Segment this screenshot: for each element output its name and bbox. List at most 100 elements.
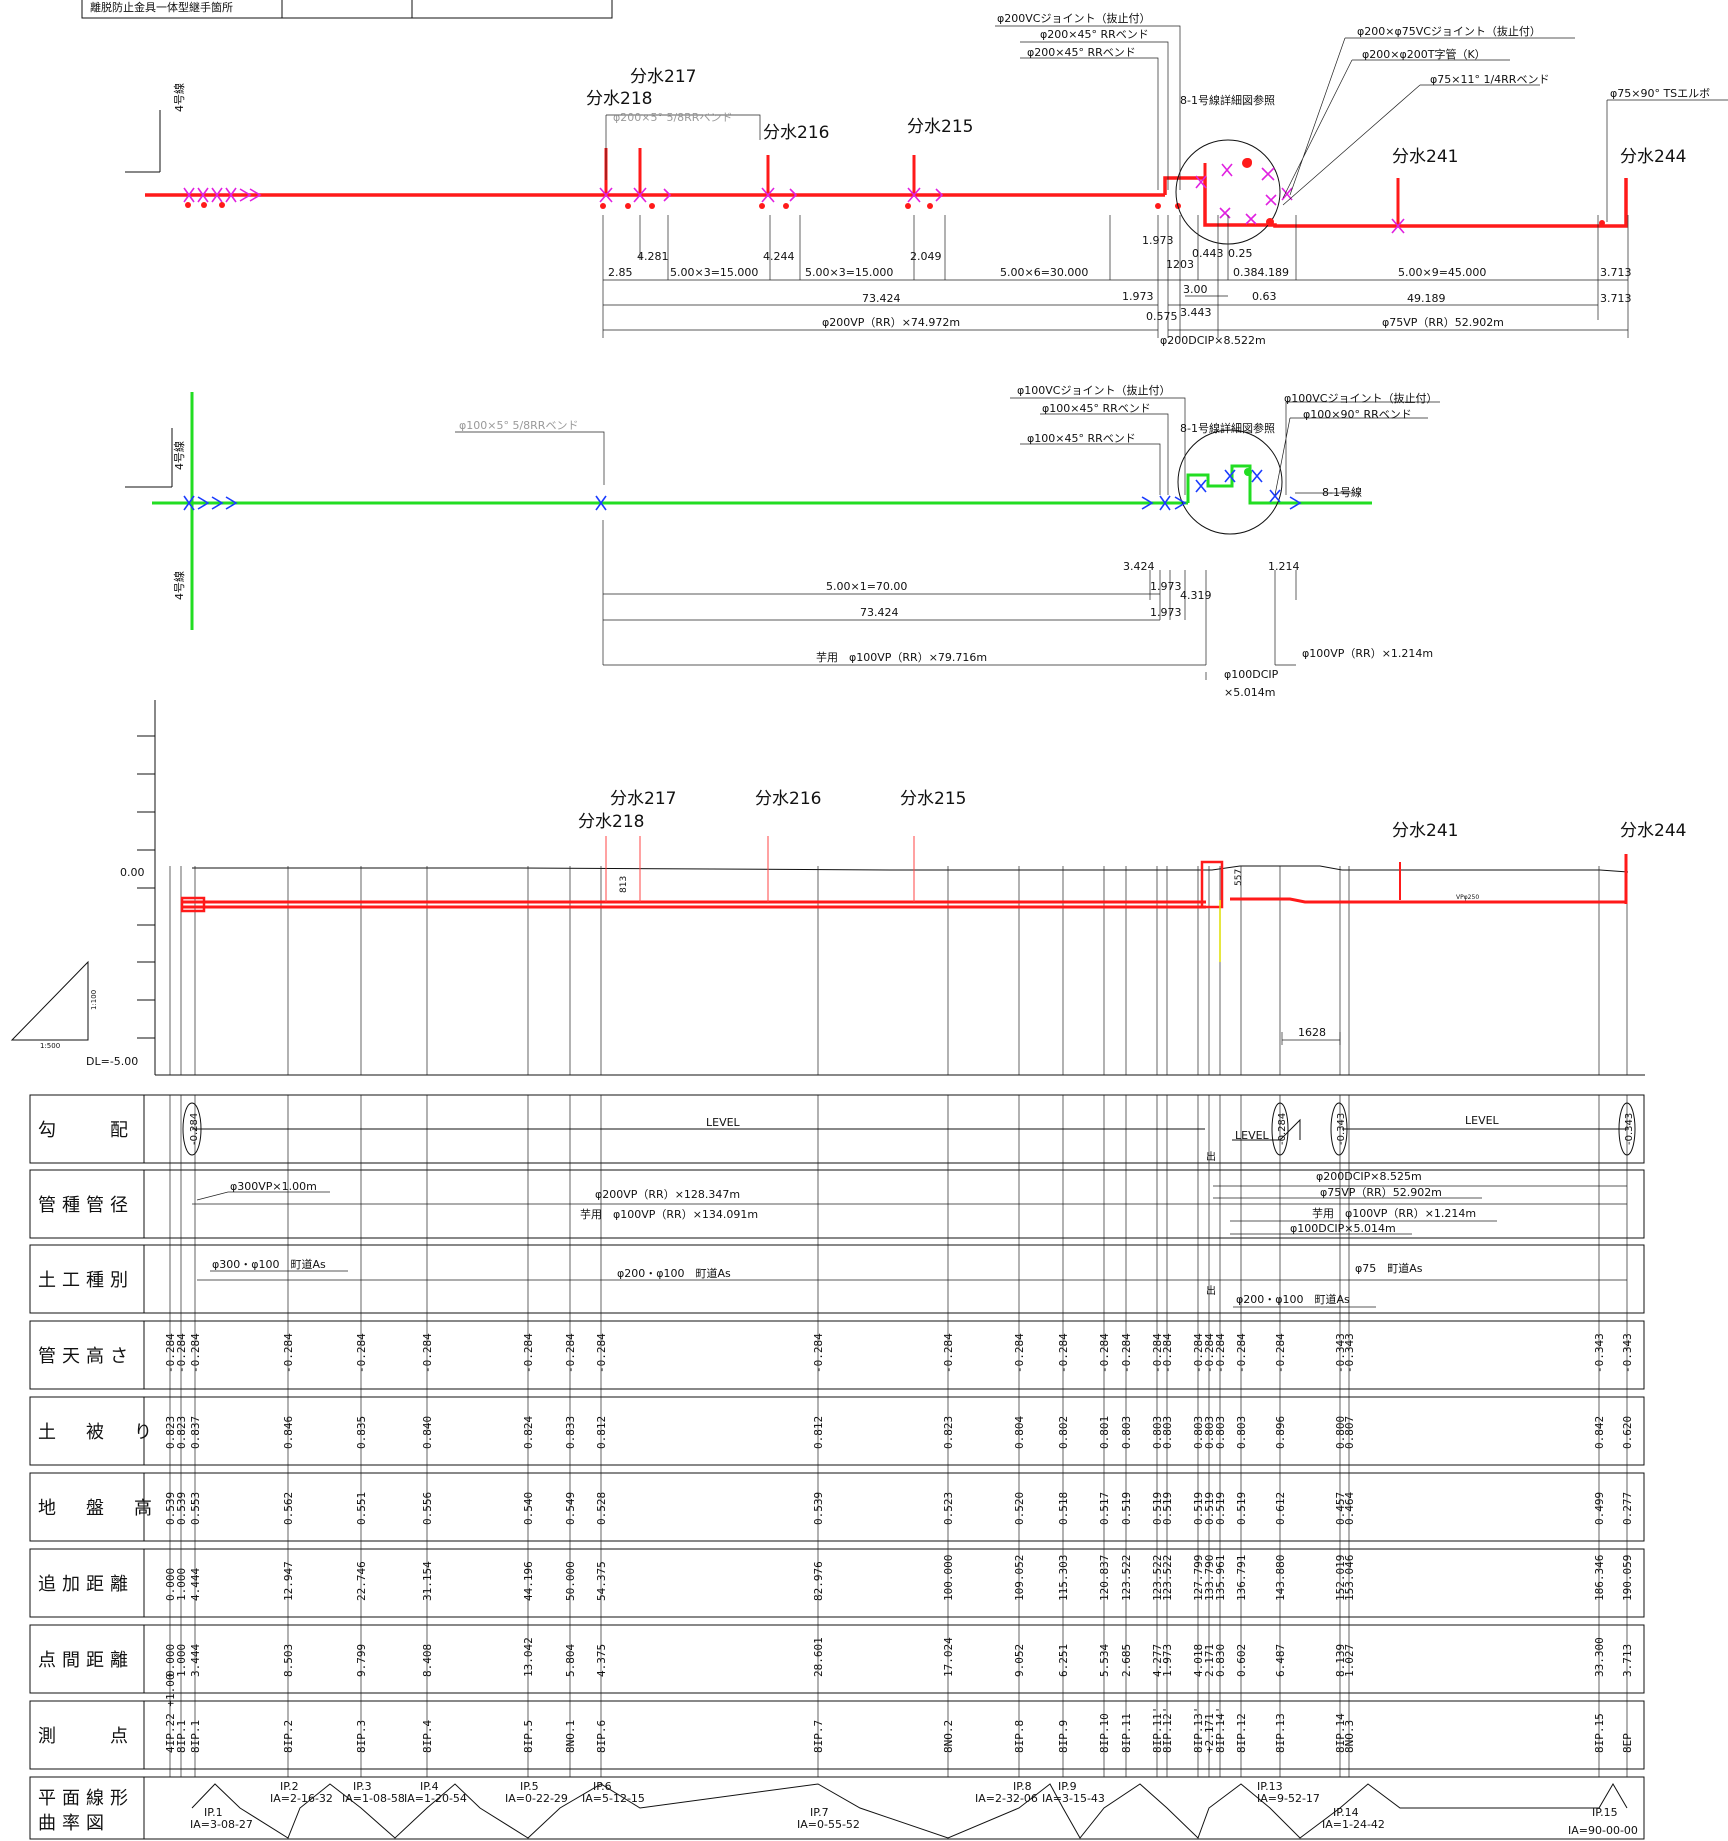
level-label: LEVEL — [1235, 1129, 1270, 1142]
station-value: 0.539 — [164, 1492, 177, 1525]
branch-label: 分水217 — [610, 789, 676, 809]
station-value: 8NO.2 — [942, 1720, 955, 1753]
station-value: 8.408 — [421, 1644, 434, 1677]
earthwork-spec: φ200・φ100 町道As — [617, 1266, 731, 1280]
station-value: 8IP.13 — [1274, 1713, 1287, 1753]
pipe-spec: 芋用 φ100VP（RR）×134.091m — [580, 1208, 758, 1221]
curve-label: IA=0-22-29 — [505, 1792, 568, 1805]
plan1-callouts: φ200VCジョイント（抜止付） φ200×45° RRベンド φ200×45°… — [613, 11, 1710, 124]
dim: 73.424 — [860, 606, 899, 619]
station-value: -0.284 — [421, 1333, 434, 1373]
station-value: 0.519 — [1161, 1492, 1174, 1525]
station-value: -0.284 — [1057, 1333, 1070, 1373]
callout: φ200×φ200T字管（K） — [1362, 47, 1486, 61]
station-value: 4.277 — [1151, 1644, 1164, 1677]
dim: 3.713 — [1600, 292, 1632, 305]
station-value: 0.802 — [1057, 1416, 1070, 1449]
station-value: 0.803 — [1120, 1416, 1133, 1449]
curve-label: IP.8 — [1013, 1780, 1032, 1793]
pipe-row: φ300VP×1.00m φ200VP（RR）×128.347m 芋用 φ100… — [192, 1170, 1627, 1235]
fittings-blue — [183, 469, 1302, 511]
branch-215-label: 分水215 — [907, 117, 973, 137]
station-value: 0.562 — [282, 1492, 295, 1525]
row-data-cell — [143, 1396, 1645, 1466]
station-value: -0.284 — [1235, 1333, 1248, 1373]
pipe-spec: φ200VP（RR）×128.347m — [595, 1188, 740, 1201]
station-value: 4.375 — [595, 1644, 608, 1677]
row-data-cell — [143, 1624, 1645, 1694]
curve-label: IA=1-08-58 — [342, 1792, 405, 1805]
earthwork-row: φ300・φ100 町道As φ200・φ100 町道As φ75 町道As φ… — [197, 1257, 1627, 1308]
dim: 0.25 — [1228, 247, 1253, 260]
curve-label: IA=9-52-17 — [1257, 1792, 1320, 1805]
station-value: 2.685 — [1120, 1644, 1133, 1677]
station-value: 0.823 — [175, 1416, 188, 1449]
dim: 2.049 — [910, 250, 942, 263]
dim-1628: 1628 — [1298, 1026, 1326, 1039]
row-data-cell — [143, 1548, 1645, 1618]
curve-label: IA=0-55-52 — [797, 1818, 860, 1831]
station-value: -0.284 — [1120, 1333, 1133, 1373]
station-value: 0.519 — [1235, 1492, 1248, 1525]
station-value: 0.823 — [942, 1416, 955, 1449]
curvature-diagram — [191, 1783, 1628, 1839]
line-label: 4号線 — [172, 83, 186, 112]
station-value: 123.522 — [1151, 1555, 1164, 1601]
station-value: 0.519 — [1151, 1492, 1164, 1525]
station-value: 127.799 — [1192, 1555, 1205, 1601]
station-value: 8IP.12 — [1235, 1713, 1248, 1753]
curve-label: IP.1 — [204, 1806, 223, 1819]
station-value: 6.487 — [1274, 1644, 1287, 1677]
detail-circle-2 — [1177, 429, 1283, 535]
station-value: 0.551 — [355, 1492, 368, 1525]
station-value: 0.523 — [942, 1492, 955, 1525]
station-value: 190.059 — [1621, 1555, 1634, 1601]
station-value: 5.534 — [1098, 1644, 1111, 1677]
dim: 1.214 — [1268, 560, 1300, 573]
datum-label: 0.00 — [120, 866, 145, 879]
station-value: 5.804 — [564, 1644, 577, 1677]
dim: 1.973 — [1150, 580, 1182, 593]
station-value: 123.522 — [1161, 1555, 1174, 1601]
plan-view-200: 4号線 — [125, 11, 1728, 347]
pipe-100-bypass — [1186, 464, 1372, 505]
station-value: 8IP.10 — [1098, 1713, 1111, 1753]
station-value: 0.835 — [355, 1416, 368, 1449]
station-value: 0.812 — [812, 1416, 825, 1449]
plan1-dimensions: 4.281 4.244 2.049 2.85 5.00×3=15.000 5.0… — [608, 234, 1632, 347]
branch-217-label: 分水217 — [630, 67, 696, 87]
row-frames — [29, 1094, 1645, 1840]
profile-branch-risers — [605, 836, 915, 902]
dim: 4.319 — [1180, 589, 1212, 602]
station-value: -0.343 — [1621, 1333, 1634, 1373]
dim: 5.00×6=30.000 — [1000, 266, 1088, 279]
station-value: 9.052 — [1013, 1644, 1026, 1677]
station-value: 133.790 — [1203, 1555, 1216, 1601]
station-value: 0.803 — [1192, 1416, 1205, 1449]
longitudinal-profile: 1:500 1:100 0.00 DL=-5.00 1628 813 557 V… — [10, 700, 1686, 1076]
station-values: -0.284-0.284-0.284-0.284-0.284-0.284-0.2… — [164, 1333, 1634, 1753]
station-value: 0.823 — [164, 1416, 177, 1449]
station-value: 0.519 — [1203, 1492, 1216, 1525]
dim: 0.63 — [1252, 290, 1277, 303]
station-value: 8.503 — [282, 1644, 295, 1677]
station-value: 0.803 — [1203, 1416, 1216, 1449]
station-value: 0.801 — [1098, 1416, 1111, 1449]
total: φ200DCIP×8.522m — [1160, 334, 1266, 347]
station-value: 0.803 — [1235, 1416, 1248, 1449]
station-value: -0.343 — [1343, 1333, 1356, 1373]
curve-label: IA=1-20-54 — [404, 1792, 467, 1805]
curve-label: IA=5-12-15 — [582, 1792, 645, 1805]
station-value: 3.444 — [189, 1644, 202, 1677]
callout-gray: φ100×5° 5/8RRベンド — [459, 419, 578, 432]
station-value: 0.612 — [1274, 1492, 1287, 1525]
row-data-cell — [143, 1244, 1645, 1314]
dim: 5.00×3=15.000 — [670, 266, 758, 279]
row-label: 勾 配 — [38, 1120, 134, 1141]
station-value: -0.284 — [1214, 1333, 1227, 1373]
callout: φ100VCジョイント（抜止付） — [1284, 391, 1437, 405]
curve-label: IP.9 — [1058, 1780, 1077, 1793]
row-data-cell — [143, 1700, 1645, 1770]
row-label: 管天高さ — [38, 1346, 134, 1367]
